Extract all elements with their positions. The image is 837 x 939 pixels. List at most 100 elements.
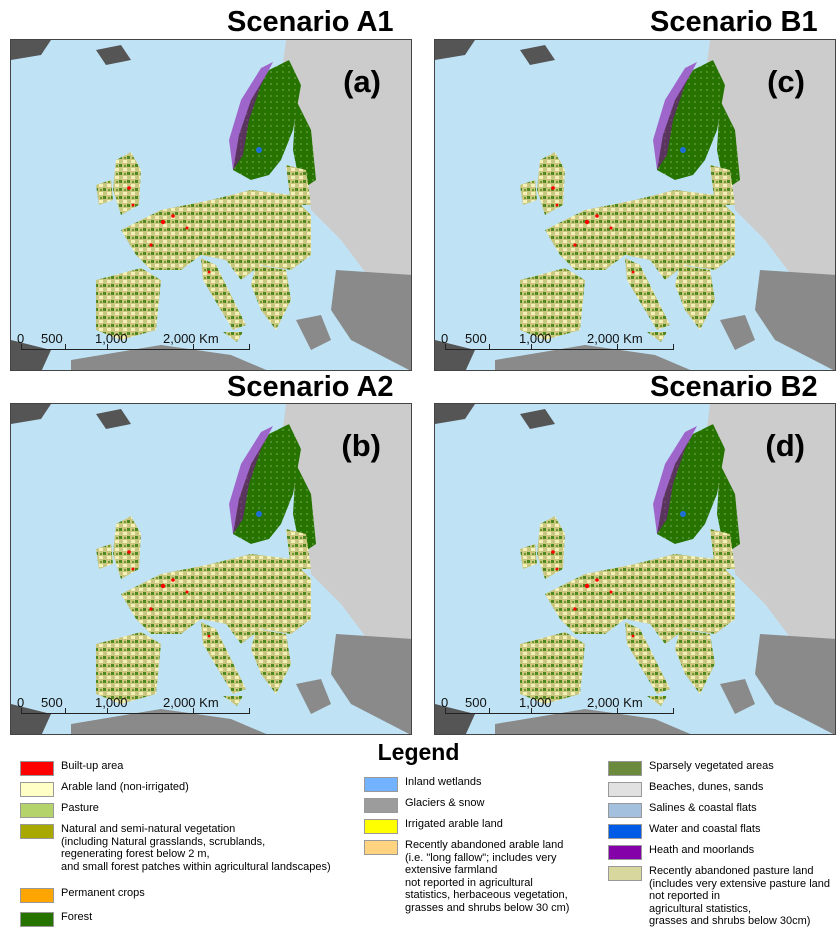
scale-bar-label: 500 bbox=[41, 331, 63, 346]
legend-swatch bbox=[20, 803, 54, 818]
scale-bar-label: 2,000 Km bbox=[163, 331, 219, 346]
scale-bar-tick bbox=[65, 708, 66, 714]
legend-item: Arable land (non-irrigated) bbox=[20, 781, 355, 797]
scale-bar-tick bbox=[445, 344, 446, 350]
legend-swatch bbox=[20, 824, 54, 839]
scale-bar-line bbox=[445, 713, 673, 714]
legend-item: Heath and moorlands bbox=[608, 844, 837, 860]
legend-label: Natural and semi-natural vegetation (inc… bbox=[61, 823, 331, 873]
legend-label: Water and coastal flats bbox=[649, 823, 761, 835]
legend-swatch bbox=[20, 782, 54, 797]
legend-swatch bbox=[608, 866, 642, 881]
legend-swatch bbox=[364, 840, 398, 855]
scenario-title-a1: Scenario A1 bbox=[227, 6, 394, 38]
panel-letter: (c) bbox=[767, 64, 805, 99]
legend-title: Legend bbox=[377, 739, 460, 765]
scale-bar-label: 0 bbox=[17, 695, 25, 710]
scale-bar-tick bbox=[249, 344, 250, 350]
scale-bar-label: 1,000 bbox=[95, 695, 128, 710]
europe-map bbox=[435, 40, 835, 370]
scale-bar-tick bbox=[531, 708, 532, 714]
legend-label: Forest bbox=[61, 911, 93, 923]
legend-label: Built-up area bbox=[61, 760, 124, 772]
legend-swatch bbox=[608, 824, 642, 839]
legend-item: Forest bbox=[20, 911, 355, 927]
scale-bar: 0 500 1,000 2,000 Km bbox=[441, 690, 681, 720]
scale-bar-tick bbox=[531, 344, 532, 350]
panel-letter: (b) bbox=[341, 428, 381, 463]
map-panel-a: (a) 0 500 1,000 2,000 Km bbox=[10, 39, 412, 371]
legend-swatch bbox=[608, 845, 642, 860]
legend-swatch bbox=[20, 761, 54, 776]
scale-bar-tick bbox=[445, 708, 446, 714]
scenario-title-b2: Scenario B2 bbox=[650, 371, 818, 403]
legend-swatch bbox=[608, 803, 642, 818]
scale-bar-label: 500 bbox=[465, 331, 487, 346]
scale-bar-tick bbox=[249, 708, 250, 714]
panel-letter: (a) bbox=[343, 64, 381, 99]
scale-bar-line bbox=[445, 349, 673, 350]
legend-label: Irrigated arable land bbox=[405, 818, 503, 830]
scale-bar-tick bbox=[617, 708, 618, 714]
scale-bar-tick bbox=[107, 344, 108, 350]
scale-bar-line bbox=[21, 349, 249, 350]
scenario-title-b1: Scenario B1 bbox=[650, 6, 818, 38]
scale-bar-line bbox=[21, 713, 249, 714]
legend-item: Inland wetlands bbox=[364, 776, 604, 792]
europe-map bbox=[11, 40, 411, 370]
scale-bar-tick bbox=[673, 708, 674, 714]
scale-bar-label: 500 bbox=[465, 695, 487, 710]
europe-map bbox=[435, 404, 835, 734]
legend-label: Recently abandoned pasture land (include… bbox=[649, 865, 830, 927]
legend-swatch bbox=[364, 819, 398, 834]
scale-bar-tick bbox=[673, 344, 674, 350]
scale-bar-label: 1,000 bbox=[519, 331, 552, 346]
scale-bar-tick bbox=[21, 708, 22, 714]
scale-bar-tick bbox=[617, 344, 618, 350]
scale-bar-label: 0 bbox=[17, 331, 25, 346]
legend-item: Salines & coastal flats bbox=[608, 802, 837, 818]
scale-bar-label: 2,000 Km bbox=[587, 695, 643, 710]
legend-swatch bbox=[20, 888, 54, 903]
panel-letter: (d) bbox=[765, 428, 805, 463]
scale-bar-tick bbox=[21, 344, 22, 350]
scenario-title-a2: Scenario A2 bbox=[227, 371, 394, 403]
scale-bar-label: 1,000 bbox=[519, 695, 552, 710]
scale-bar-tick bbox=[193, 344, 194, 350]
scale-bar-label: 0 bbox=[441, 331, 449, 346]
europe-map bbox=[11, 404, 411, 734]
legend-swatch bbox=[608, 782, 642, 797]
legend-item: Glaciers & snow bbox=[364, 797, 604, 813]
map-panel-d: (d) 0 500 1,000 2,000 Km bbox=[434, 403, 836, 735]
legend-item: Sparsely vegetated areas bbox=[608, 760, 837, 776]
legend-item: Permanent crops bbox=[20, 887, 355, 903]
legend-label: Salines & coastal flats bbox=[649, 802, 757, 814]
legend-item: Pasture bbox=[20, 802, 355, 818]
legend-item: Recently abandoned pasture land (include… bbox=[608, 865, 837, 928]
legend-item: Natural and semi-natural vegetation (inc… bbox=[20, 823, 355, 873]
legend-swatch bbox=[608, 761, 642, 776]
legend-label: Sparsely vegetated areas bbox=[649, 760, 774, 772]
legend-label: Recently abandoned arable land (i.e. "lo… bbox=[405, 839, 570, 914]
legend-label: Arable land (non-irrigated) bbox=[61, 781, 189, 793]
scale-bar-label: 500 bbox=[41, 695, 63, 710]
legend-item: Water and coastal flats bbox=[608, 823, 837, 839]
scale-bar-tick bbox=[489, 344, 490, 350]
scale-bar-tick bbox=[107, 708, 108, 714]
scale-bar-label: 1,000 bbox=[95, 331, 128, 346]
legend-swatch bbox=[364, 777, 398, 792]
scale-bar-label: 0 bbox=[441, 695, 449, 710]
scale-bar-tick bbox=[193, 708, 194, 714]
legend-label: Heath and moorlands bbox=[649, 844, 755, 856]
legend-swatch bbox=[20, 912, 54, 927]
legend-item: Irrigated arable land bbox=[364, 818, 604, 834]
legend-label: Pasture bbox=[61, 802, 99, 814]
scale-bar-tick bbox=[489, 708, 490, 714]
legend-swatch bbox=[364, 798, 398, 813]
legend-item: Built-up area bbox=[20, 760, 355, 776]
legend-label: Beaches, dunes, sands bbox=[649, 781, 764, 793]
